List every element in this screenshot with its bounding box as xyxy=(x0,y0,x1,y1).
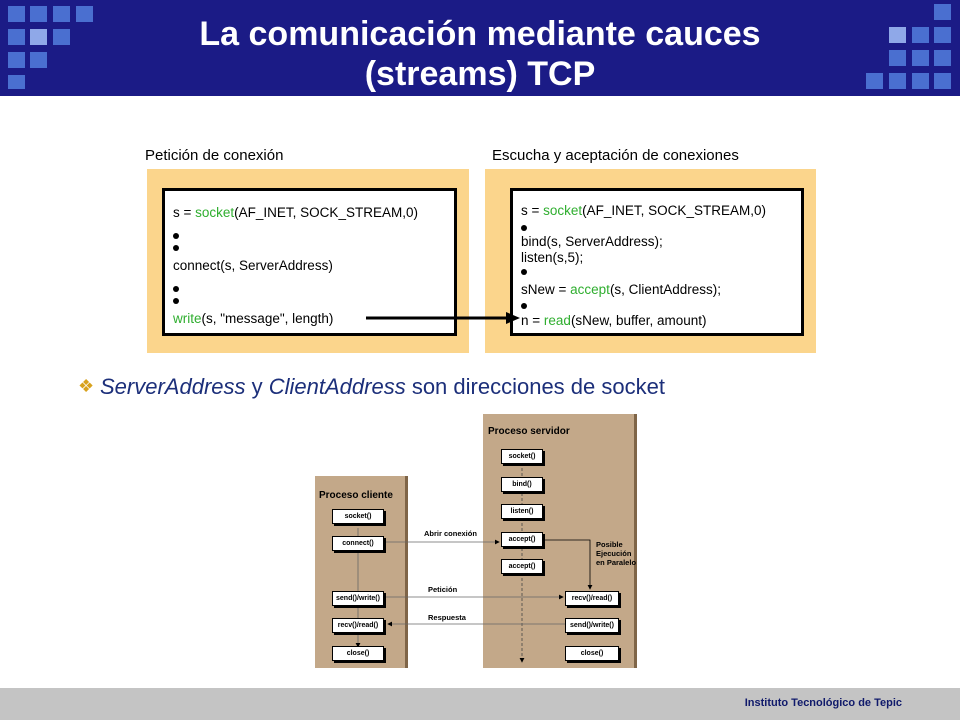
client-line-write: write(s, "message", length) xyxy=(173,311,334,326)
client-connect-call: connect() xyxy=(332,536,384,551)
request-label: Petición xyxy=(428,585,458,594)
response-label: Respuesta xyxy=(428,613,466,622)
ellipsis-dot xyxy=(173,233,179,239)
server-accept-call-2: accept() xyxy=(501,559,543,574)
client-line-socket: s = socket(AF_INET, SOCK_STREAM,0) xyxy=(173,205,418,220)
parallel-note: Posible Ejecución en Paralelo xyxy=(596,540,637,567)
write-to-read-arrow xyxy=(366,312,520,324)
client-line-connect: connect(s, ServerAddress) xyxy=(173,258,333,273)
slide-footer: Instituto Tecnológico de Tepic xyxy=(0,688,960,720)
server-line-socket: s = socket(AF_INET, SOCK_STREAM,0) xyxy=(521,203,766,218)
client-process-label: Proceso cliente xyxy=(319,490,393,501)
client-recv-call: recv()/read() xyxy=(332,618,384,633)
server-line-listen: listen(s,5); xyxy=(521,250,584,265)
server-accept-call: accept() xyxy=(501,532,543,547)
client-process-column xyxy=(315,476,408,668)
server-recv-call: recv()/read() xyxy=(565,591,619,606)
server-listen-call: listen() xyxy=(501,504,543,519)
server-close-call: close() xyxy=(565,646,619,661)
ellipsis-dot xyxy=(173,245,179,251)
header-decoration xyxy=(8,4,951,89)
server-socket-call: socket() xyxy=(501,449,543,464)
server-send-call: send()/write() xyxy=(565,618,619,633)
server-process-label: Proceso servidor xyxy=(488,426,570,437)
client-send-call: send()/write() xyxy=(332,591,384,606)
ellipsis-dot xyxy=(173,286,179,292)
server-code-box xyxy=(510,188,804,336)
client-panel-title: Petición de conexión xyxy=(145,147,284,164)
footer-institution: Instituto Tecnológico de Tepic xyxy=(744,697,902,709)
ellipsis-dot xyxy=(521,269,527,275)
server-panel-title: Escucha y aceptación de conexiones xyxy=(492,147,739,164)
bullet-text: ❖ServerAddress y ClientAddress son direc… xyxy=(78,374,665,399)
ellipsis-dot xyxy=(173,298,179,304)
ellipsis-dot xyxy=(521,225,527,231)
diamond-bullet-icon: ❖ xyxy=(78,376,95,396)
client-socket-call: socket() xyxy=(332,509,384,524)
server-line-read: n = read(sNew, buffer, amount) xyxy=(521,313,707,328)
client-code-box xyxy=(162,188,457,336)
server-bind-call: bind() xyxy=(501,477,543,492)
server-line-accept: sNew = accept(s, ClientAddress); xyxy=(521,282,721,297)
slide-header: La comunicación mediante cauces (streams… xyxy=(0,0,960,96)
server-line-bind: bind(s, ServerAddress); xyxy=(521,234,663,249)
ellipsis-dot xyxy=(521,303,527,309)
slide-title: La comunicación mediante cauces (streams… xyxy=(199,15,761,93)
open-connection-label: Abrir conexión xyxy=(424,529,477,538)
client-close-call: close() xyxy=(332,646,384,661)
